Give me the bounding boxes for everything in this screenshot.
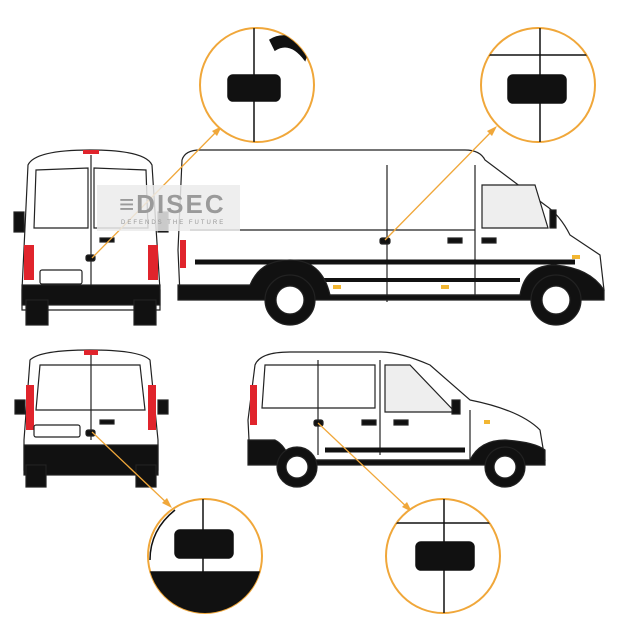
large-van-rear (13, 149, 169, 326)
callout-zoom-large-side (480, 27, 596, 143)
arrow-icon (162, 498, 172, 508)
large-van-side (177, 149, 605, 326)
callout-line-4 (317, 422, 411, 511)
callout-zoom-small-rear (147, 498, 263, 614)
callout-line-3 (91, 431, 171, 507)
callout-zoom-small-side (385, 498, 501, 614)
small-van-side (247, 351, 546, 488)
disec-logo-watermark: ≡DISEC DEFENDS THE FUTURE (97, 185, 240, 231)
arrow-icon (487, 126, 497, 136)
callout-line-2 (384, 127, 496, 241)
small-van-rear (14, 349, 169, 488)
